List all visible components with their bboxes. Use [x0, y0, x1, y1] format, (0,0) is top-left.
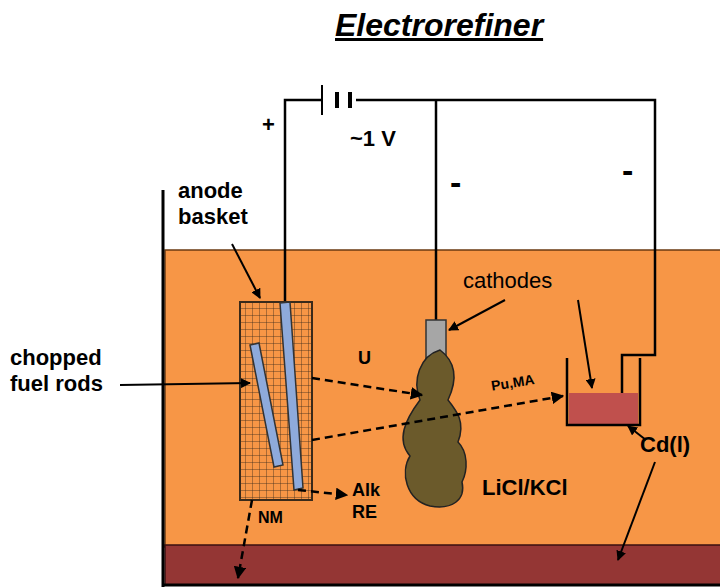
vessel-wall — [162, 190, 165, 587]
noble-metal-path — [238, 500, 252, 578]
cadmium-pool — [165, 545, 720, 585]
crucible — [567, 358, 640, 425]
leader-line — [618, 462, 655, 560]
element-label: U — [358, 348, 371, 370]
part-label: anode basket — [178, 178, 262, 231]
uranium-deposit — [403, 350, 466, 507]
leader-lines — [120, 244, 655, 560]
salt-label: LiCl/KCl — [482, 475, 568, 501]
plutonium-path — [312, 396, 563, 440]
polarity-sign: - — [450, 162, 461, 203]
salt-bath — [165, 250, 720, 547]
battery-plate — [335, 92, 339, 108]
polarity-sign: - — [622, 150, 633, 191]
cathode-wire — [435, 100, 438, 320]
leader-line — [120, 383, 250, 385]
element-label: NM — [258, 508, 283, 527]
anode-wire — [285, 100, 322, 302]
diagram-title: Electrorefiner — [335, 6, 543, 44]
leader-line — [578, 300, 592, 388]
battery-plate — [321, 85, 323, 115]
leader-line — [449, 300, 505, 330]
voltage-label: ~1 V — [350, 126, 396, 152]
cadmium-cathode — [569, 393, 638, 424]
polarity-sign: + — [262, 112, 275, 138]
vessel-floor — [163, 584, 720, 587]
part-label: chopped fuel rods — [10, 345, 122, 398]
anode-basket — [240, 302, 312, 500]
part-label: cathodes — [463, 268, 552, 294]
battery-plate — [348, 92, 352, 108]
part-label: Cd(l) — [640, 432, 690, 458]
alkali-path — [298, 490, 347, 495]
element-label: Alk RE — [352, 480, 390, 523]
fuel-rod — [250, 343, 283, 467]
fuel-rod — [280, 302, 303, 490]
leader-line — [232, 244, 260, 298]
cathode-wire — [356, 100, 655, 398]
uranium-path — [312, 378, 422, 395]
